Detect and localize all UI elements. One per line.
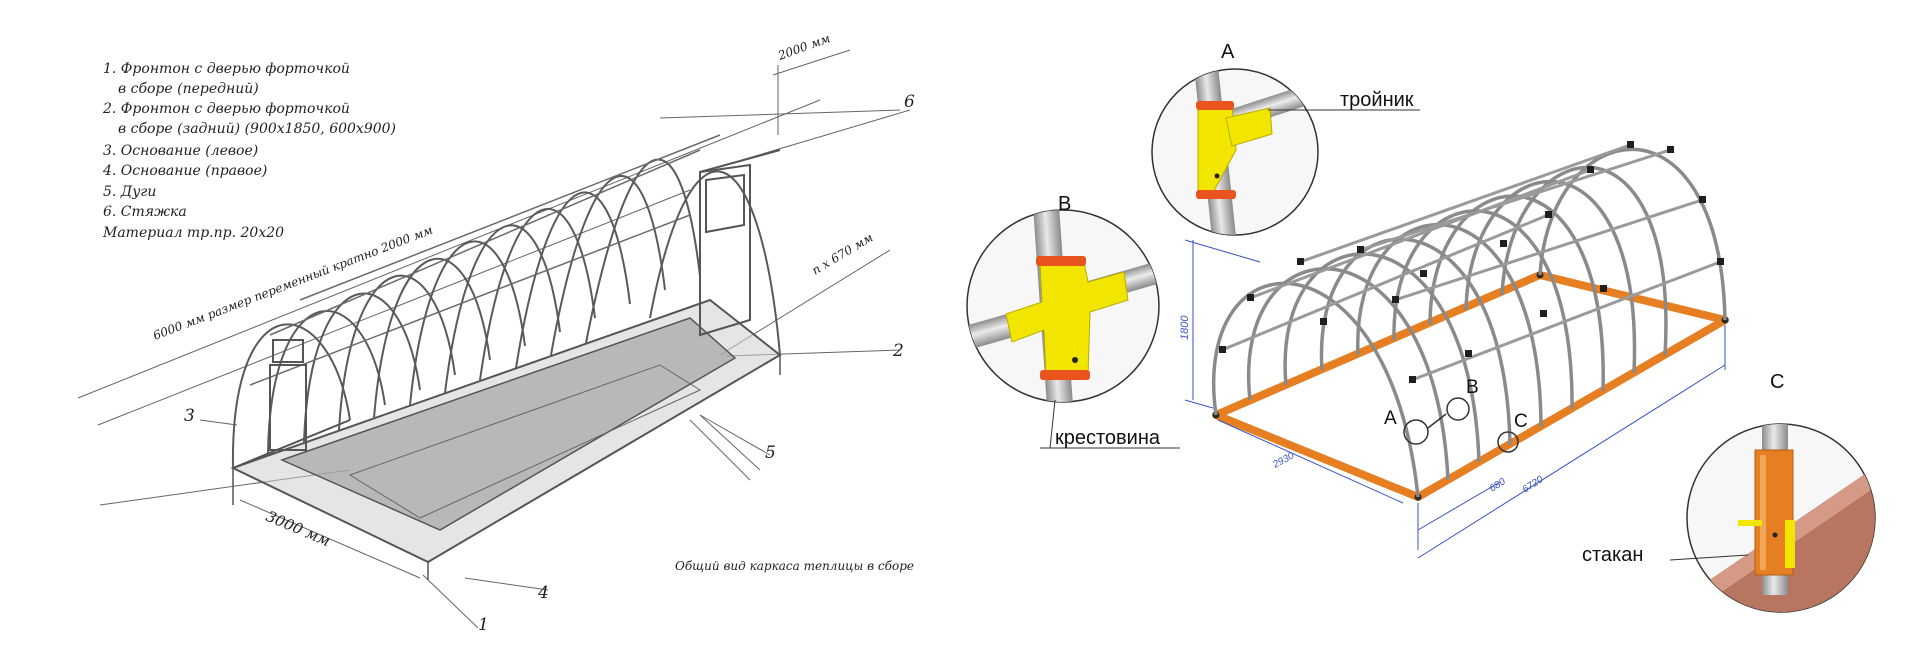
sketch-hoops — [231, 158, 781, 469]
legend-line-9: Материал тр.пр. 20х20 — [102, 225, 284, 241]
dim-pitch-670: n x 670 мм — [809, 230, 875, 277]
legend-line-7: 5. Дуги — [103, 184, 156, 200]
callout-1: 1 — [478, 615, 489, 635]
sketch-dimension-lines — [77, 49, 911, 629]
detail-a-letter: A — [1221, 41, 1235, 63]
legend-line-6: 4. Основание (правое) — [102, 163, 267, 179]
legend-line-1: 1. Фронтон с дверью форточкой — [103, 61, 350, 77]
detail-c-letter: C — [1770, 371, 1784, 393]
legend-line-2: в сборе (передний) — [118, 81, 259, 97]
detail-b-letter: B — [1058, 193, 1071, 215]
left-frame-sketch: 1. Фронтон с дверью форточкой в сборе (п… — [77, 31, 915, 635]
detail-c-socket: C стакан — [1582, 371, 1876, 613]
dim-6720: 6720 — [1521, 474, 1546, 496]
dim-width-3000: 3000 мм — [263, 507, 332, 550]
detail-a-tee: A тройник — [1151, 41, 1420, 236]
model-dimension-lines — [1184, 239, 1726, 559]
detail-markers — [1403, 397, 1519, 453]
sketch-front-door — [232, 339, 351, 469]
callout-5: 5 — [765, 443, 776, 463]
callout-3: 3 — [184, 406, 195, 426]
sketch-bed — [279, 317, 737, 531]
callout-4: 4 — [537, 583, 549, 603]
legend-line-5: 3. Основание (левое) — [103, 143, 258, 159]
detail-a-label: тройник — [1340, 89, 1414, 111]
detail-b-cross: B крестовина — [966, 193, 1180, 449]
marker-b: B — [1466, 377, 1479, 398]
legend: 1. Фронтон с дверью форточкой в сборе (п… — [102, 61, 396, 241]
dim-680: 680 — [1488, 476, 1508, 495]
callout-6: 6 — [904, 92, 915, 112]
callout-2: 2 — [892, 341, 904, 361]
legend-line-3: 2. Фронтон с дверью форточкой — [102, 101, 350, 117]
right-frame-model: 1800 2930 680 6720 A B C — [966, 41, 1876, 613]
marker-c: C — [1514, 411, 1528, 432]
sketch-rear-door — [699, 149, 781, 337]
legend-line-4: в сборе (задний) (900х1850, 600х900) — [118, 121, 396, 137]
legend-line-8: 6. Стяжка — [103, 204, 187, 220]
detail-b-label: крестовина — [1055, 427, 1161, 449]
detail-c-label: стакан — [1582, 544, 1643, 566]
sketch-caption: Общий вид каркаса теплицы в сборе — [675, 559, 914, 573]
marker-a: A — [1384, 408, 1397, 429]
dim-1800: 1800 — [1179, 315, 1191, 340]
